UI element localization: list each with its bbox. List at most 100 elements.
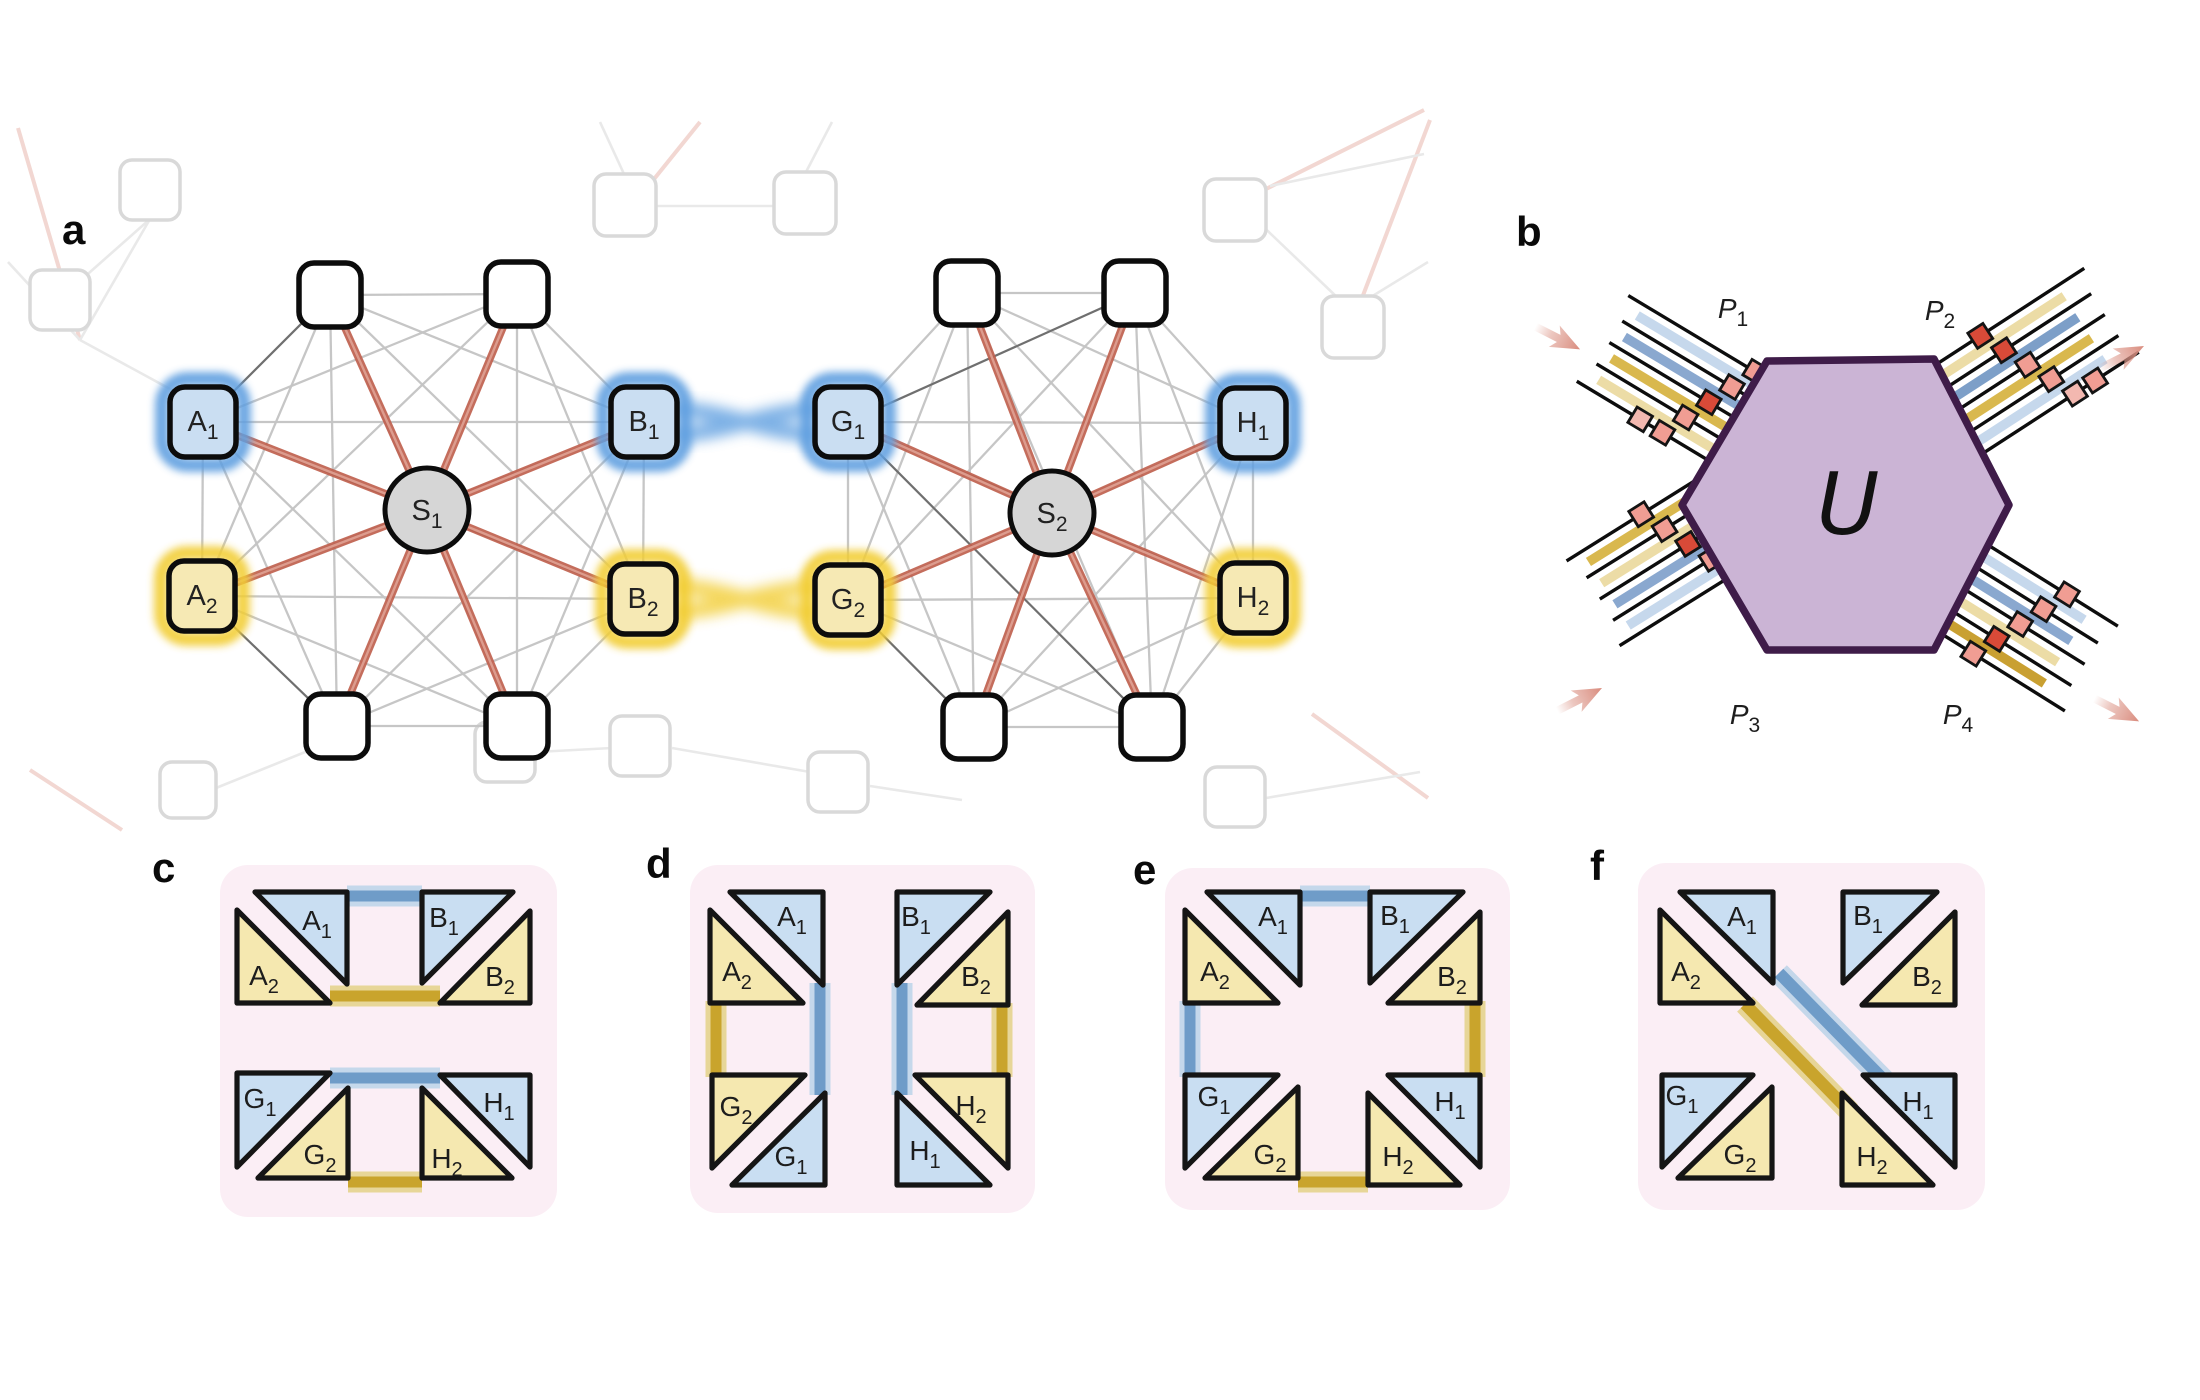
- glow-ring-A2: [154, 546, 250, 646]
- hub-label-S2: S2: [1036, 498, 1067, 536]
- hub-S1: [382, 465, 472, 555]
- panel-label-d: d: [646, 840, 672, 887]
- tile-c-H2: [419, 1085, 515, 1181]
- tile-c-G2: [255, 1085, 351, 1181]
- tile-e-B2: [1385, 909, 1483, 1006]
- network-edge: [973, 422, 1254, 728]
- flow-arrow-br: [2092, 695, 2140, 722]
- panel-f-background: [1638, 863, 1985, 1210]
- hub-S2: [1007, 468, 1097, 558]
- ghost-line: [869, 784, 963, 802]
- ghost-line: [1265, 770, 1421, 800]
- panel-e-background: [1165, 868, 1510, 1210]
- port-label-P2: P2: [1925, 295, 1955, 333]
- coupler-square: [2029, 594, 2058, 624]
- tile-label-f-G2: G2: [1724, 1139, 1757, 1177]
- tile-e-B1: [1367, 889, 1466, 986]
- ghost-line: [1269, 152, 1425, 188]
- tile-label-d-B2: B2: [961, 961, 991, 999]
- hub-label-S1: S1: [411, 495, 442, 533]
- tile-d-G1: [729, 1090, 828, 1188]
- network-edge: [847, 596, 1254, 602]
- tile-label-e-B2: B2: [1437, 961, 1467, 999]
- bundle-ribbon: [1934, 292, 2067, 384]
- port-label-P1: P1: [1718, 293, 1748, 331]
- node-unlabeled: [1118, 692, 1186, 762]
- port-label-P3: P3: [1730, 699, 1760, 737]
- ghost-line: [1251, 108, 1425, 198]
- node-label-H2: H2: [1237, 582, 1270, 620]
- network-edge: [847, 292, 1136, 601]
- ghost-network-layer: [7, 108, 1432, 832]
- tile-label-d-A1: A1: [777, 901, 807, 939]
- panel-letters: a b c d e f: [62, 206, 1605, 893]
- tile-c-H1: [437, 1072, 533, 1170]
- glow-ring-B1: [596, 372, 692, 472]
- bundle-ribbon: [1609, 354, 1745, 441]
- panel-label-c: c: [152, 844, 175, 891]
- ghost-square: [1203, 765, 1267, 829]
- node-unlabeled: [483, 691, 551, 761]
- ghost-line: [598, 121, 626, 175]
- network-edge: [201, 594, 518, 728]
- tile-label-d-A2: A2: [722, 956, 752, 994]
- coupler-square: [2060, 379, 2090, 408]
- ghost-square: [1202, 177, 1268, 243]
- tile-label-f-A2: A2: [1671, 956, 1701, 994]
- link-bar-A1-G1: [814, 983, 826, 1095]
- panel-label-b: b: [1516, 208, 1542, 255]
- node-A1: [167, 384, 239, 460]
- coupler-square: [1958, 639, 1988, 669]
- tile-label-c-A2: A2: [249, 960, 279, 998]
- arrow-glyph: [2097, 345, 2144, 373]
- node-G2: [812, 562, 884, 638]
- node-H1: [1217, 385, 1289, 461]
- coupler-square: [1694, 388, 1724, 417]
- node-unlabeled: [1101, 258, 1169, 328]
- node-label-G1: G1: [831, 406, 865, 444]
- ghost-square: [608, 714, 672, 778]
- node-unlabeled: [940, 692, 1008, 762]
- glow-ring-H2: [1205, 548, 1301, 648]
- panel-label-a: a: [62, 206, 86, 253]
- tile-e-G2: [1202, 1084, 1301, 1181]
- coupler-square: [1982, 624, 2012, 654]
- network-edge: [328, 294, 339, 727]
- ghost-line: [1365, 260, 1429, 302]
- node-B2: [607, 561, 679, 637]
- node-label-B2: B2: [627, 583, 658, 621]
- network-edge: [201, 293, 518, 597]
- network-edge: [1133, 292, 1154, 728]
- ghost-square: [772, 170, 838, 236]
- tile-label-c-G2: G2: [304, 1139, 337, 1177]
- coupler-square: [1965, 321, 1995, 351]
- tile-f-A2: [1657, 907, 1756, 1006]
- node-label-B1: B1: [628, 406, 659, 444]
- tile-label-f-B2: B2: [1912, 961, 1942, 999]
- link-bar-A1-B1: [347, 890, 422, 902]
- link-bar-A1-H1: [1774, 968, 1889, 1085]
- link-bar-A2-G2: [710, 1001, 722, 1077]
- tile-label-f-A1: A1: [1727, 901, 1757, 939]
- panels-c-to-f: A1A2B1B2G1G2H1H2A1A2B1B2G1G2H1H2A1A2B1B2…: [220, 863, 1985, 1217]
- tile-e-H1: [1385, 1072, 1483, 1170]
- tile-label-c-B2: B2: [485, 961, 515, 999]
- wire-bundle-tr: [1913, 266, 2140, 464]
- tile-f-G1: [1659, 1072, 1756, 1170]
- bundle-wire-line: [1961, 334, 2120, 439]
- node-B1: [608, 384, 680, 460]
- flow-arrow-tl: [1533, 323, 1581, 350]
- tile-c-B2: [437, 908, 533, 1006]
- glow-ring-A1: [155, 372, 251, 472]
- bundle-ribbon: [1952, 535, 2087, 624]
- tile-f-H2: [1839, 1090, 1936, 1188]
- ghost-square: [118, 158, 182, 222]
- node-unlabeled: [483, 259, 551, 329]
- tile-e-A2: [1182, 907, 1281, 1006]
- ghost-line: [671, 746, 811, 774]
- network-edge: [201, 594, 644, 601]
- network-edge: [336, 421, 645, 727]
